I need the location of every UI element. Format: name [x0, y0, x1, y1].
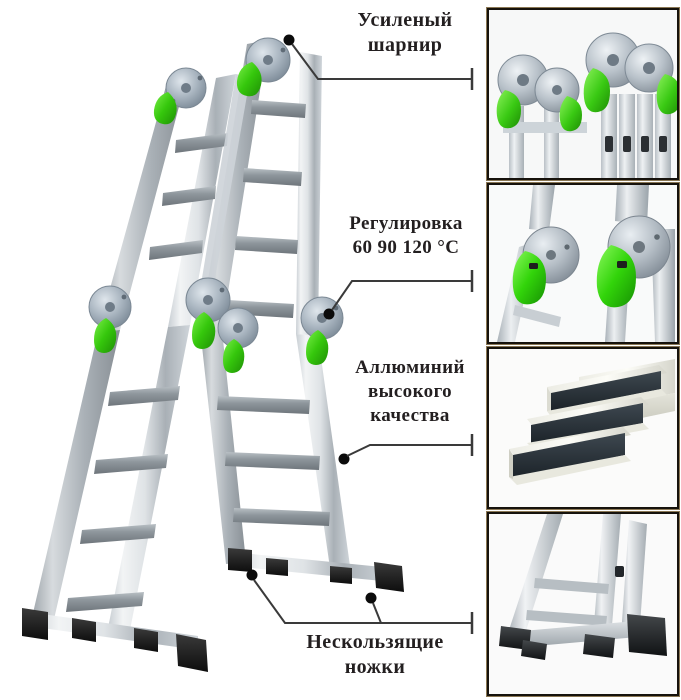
- ladder-illustration: [22, 37, 404, 672]
- panel-hinge-group: [487, 8, 679, 180]
- panel-hinge-levers-image: [489, 185, 677, 342]
- panel-feet: [487, 512, 679, 696]
- ladder-right-lower-section: [200, 328, 350, 568]
- foot-icon: [72, 618, 96, 642]
- foot-icon: [374, 562, 404, 592]
- label-angle-adjustment: Регулировка 60 90 120 °C: [349, 213, 463, 258]
- foot-icon: [266, 558, 288, 576]
- foot-icon: [22, 608, 48, 640]
- panel-aluminium-profile: [487, 347, 679, 509]
- hinge-mid-left: [88, 285, 132, 353]
- ladder-rear-brace: [194, 74, 250, 330]
- ladder-left-upper-section: [98, 74, 236, 332]
- foot-icon: [134, 628, 158, 652]
- label-high-quality-aluminium: Аллюминий высокого качества: [355, 357, 465, 426]
- panel-hinge-group-image: [489, 10, 677, 178]
- foot-icon: [330, 566, 352, 584]
- ladder-left-base: [22, 608, 208, 672]
- hinge-mid-centre-a: [185, 277, 231, 349]
- panel-feet-image: [489, 514, 677, 694]
- panel-aluminium-profile-image: [489, 349, 677, 507]
- foot-icon: [176, 634, 208, 672]
- hinge-mid-centre-b: [217, 307, 259, 373]
- hinge-mid-right: [300, 296, 344, 365]
- panel-hinge-levers: [487, 183, 679, 344]
- ladder-right-base: [228, 548, 404, 592]
- foot-icon: [228, 548, 252, 572]
- ladder-left-lower-section: [30, 325, 190, 630]
- hinge-top-right: [236, 37, 291, 97]
- label-reinforced-hinge: Усиленый шарнир: [357, 9, 453, 57]
- label-non-slip-feet: Нескользящие ножки: [306, 631, 444, 679]
- hinge-top-left: [153, 67, 207, 125]
